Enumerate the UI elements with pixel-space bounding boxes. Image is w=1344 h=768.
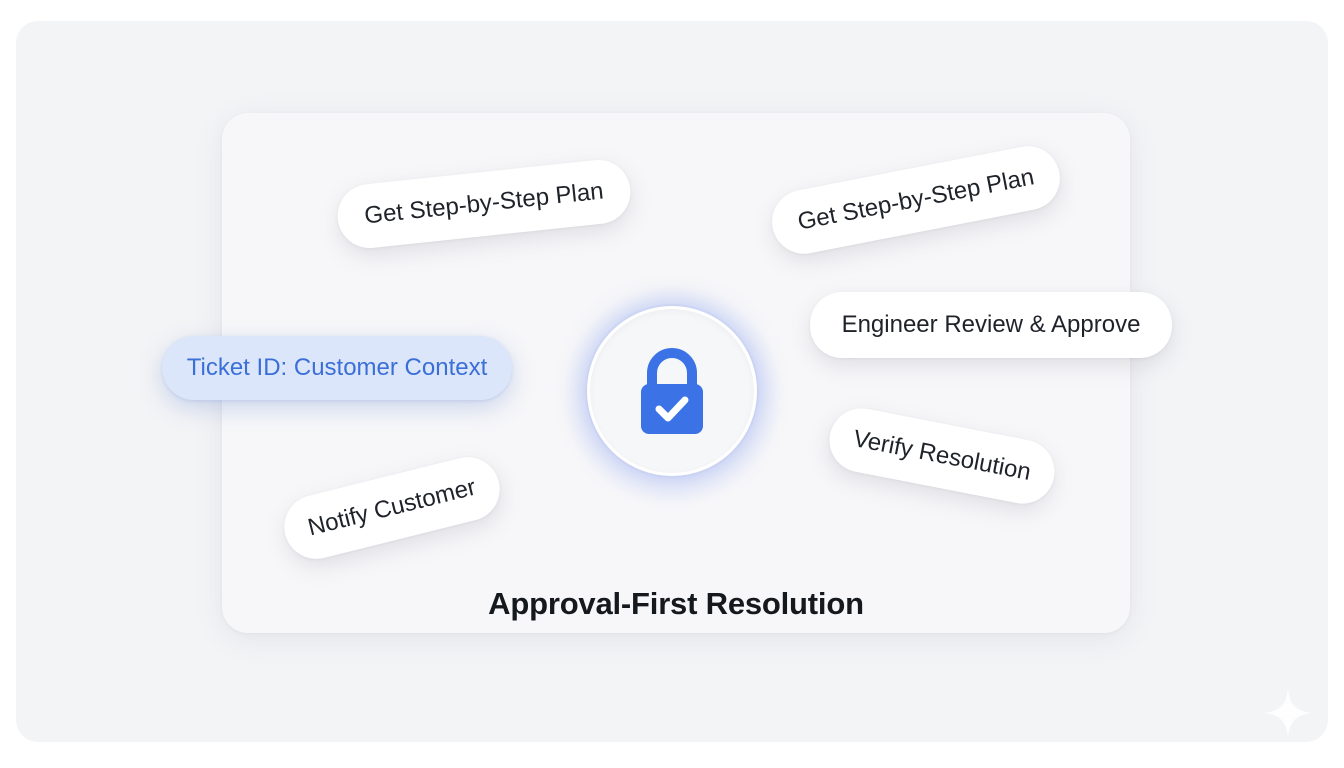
diagram-title: Approval-First Resolution	[488, 586, 864, 621]
sparkle-icon	[1264, 689, 1312, 737]
lock-check-icon	[641, 348, 703, 434]
lock-check-button[interactable]	[587, 306, 757, 476]
step-ticket-context[interactable]: Ticket ID: Customer Context	[162, 336, 512, 400]
step-engineer-review[interactable]: Engineer Review & Approve	[810, 292, 1172, 358]
